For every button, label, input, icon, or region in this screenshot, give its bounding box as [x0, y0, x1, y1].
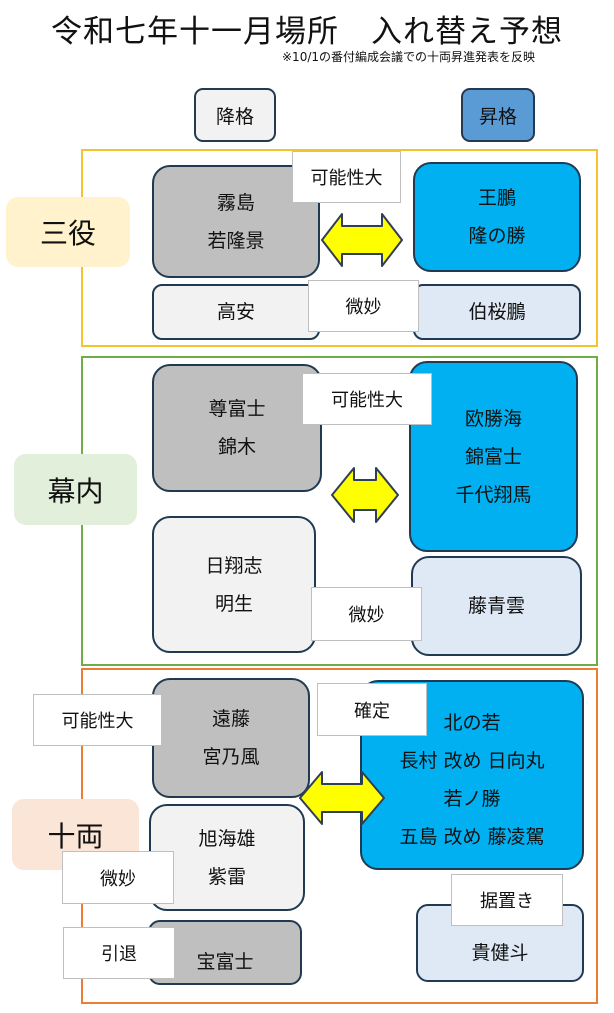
rikishi-name: 隆の勝: [468, 225, 526, 247]
header-demotion: 降格: [194, 88, 276, 142]
juryo-confirmed-tag: 確定: [317, 683, 427, 736]
juryo-marginal-tag: 微妙: [62, 851, 174, 904]
rikishi-name: 高安: [216, 301, 255, 323]
juryo-retired-tag: 引退: [63, 927, 175, 979]
sanyaku-promote-likely-box: 王鵬 隆の勝: [413, 162, 581, 272]
page-title: 令和七年十一月場所 入れ替え予想: [51, 14, 563, 50]
rikishi-name: 尊富士: [208, 398, 266, 420]
sanyaku-label: 三役: [6, 197, 130, 267]
makuuchi-marginal-tag: 微妙: [311, 587, 422, 641]
sanyaku-promote-marginal-box: 伯桜鵬: [413, 284, 581, 340]
rikishi-name: 千代翔馬: [455, 483, 532, 506]
rikishi-name: 霧島: [216, 191, 255, 214]
rikishi-name: 王鵬: [477, 187, 516, 209]
rikishi-name: 若隆景: [207, 229, 265, 252]
makuuchi-promote-marginal-box: 藤青雲: [411, 556, 582, 656]
rikishi-name: 遠藤: [211, 708, 250, 730]
juryo-exchange-arrow-icon: [299, 771, 385, 825]
rikishi-name: 紫雷: [207, 865, 246, 888]
rikishi-name: 宝富士: [196, 951, 254, 973]
rikishi-name: 藤青雲: [467, 595, 525, 617]
sanyaku-exchange-arrow-icon: [321, 213, 403, 267]
sanyaku-demote-marginal-box: 高安: [152, 284, 320, 340]
rikishi-name: 若ノ勝: [443, 788, 501, 810]
makuuchi-label: 幕内: [14, 454, 137, 525]
makuuchi-promote-likely-box: 欧勝海 錦富士 千代翔馬: [409, 361, 578, 552]
makuuchi-likely-tag: 可能性大: [302, 373, 432, 425]
makuuchi-demote-marginal-box: 日翔志 明生: [152, 516, 316, 653]
sanyaku-likely-tag: 可能性大: [292, 151, 401, 203]
makuuchi-demote-likely-box: 尊富士 錦木: [152, 364, 322, 492]
rikishi-name: 宮乃風: [202, 746, 260, 768]
sanyaku-marginal-tag: 微妙: [308, 280, 419, 332]
rikishi-name: 伯桜鵬: [468, 301, 526, 323]
rikishi-name: 明生: [214, 592, 253, 615]
juryo-held-tag: 据置き: [451, 874, 563, 926]
juryo-demote-marginal-box: 旭海雄 紫雷: [149, 804, 305, 911]
rikishi-name: 五島 改め 藤凌駕: [399, 826, 545, 848]
makuuchi-exchange-arrow-icon: [331, 467, 399, 523]
rikishi-name: 貴健斗: [471, 942, 529, 964]
juryo-demote-likely-box: 遠藤 宮乃風: [152, 678, 310, 798]
rikishi-name: 錦富士: [464, 445, 522, 468]
header-promotion: 昇格: [461, 88, 535, 142]
rikishi-name: 旭海雄: [198, 827, 256, 850]
page-subtitle: ※10/1の番付編成会議での十両昇進発表を反映: [282, 50, 536, 64]
rikishi-name: 日翔志: [205, 554, 263, 577]
juryo-likely-tag: 可能性大: [33, 694, 162, 746]
rikishi-name: 長村 改め 日向丸: [399, 750, 545, 772]
rikishi-name: 錦木: [217, 436, 256, 458]
rikishi-name: 北の若: [443, 712, 501, 734]
rikishi-name: 欧勝海: [464, 407, 522, 430]
